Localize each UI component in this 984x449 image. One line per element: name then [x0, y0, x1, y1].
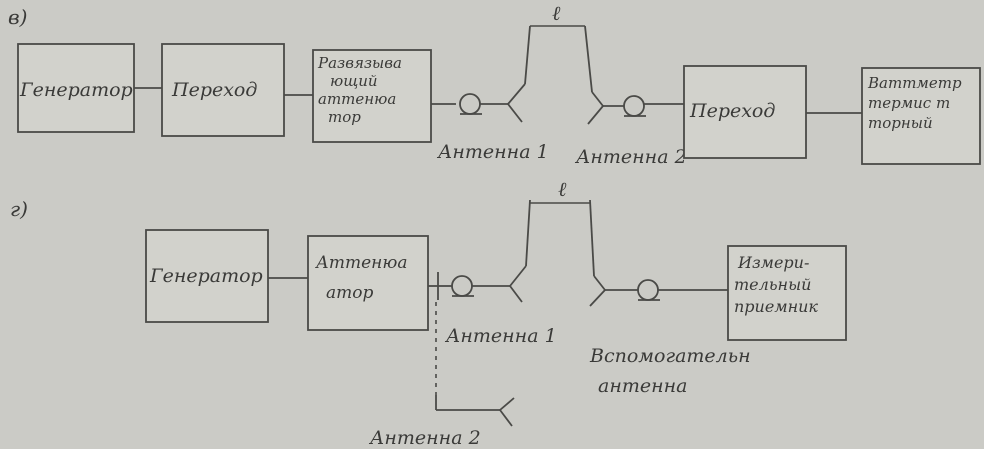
- isolator-block-b: Развязыва ющий аттенюа тор: [312, 49, 432, 143]
- aux-antenna-line-1: Вспомогательн: [589, 345, 751, 367]
- wattmeter-line-3: торный: [868, 114, 933, 132]
- distance-marker-g: [525, 199, 595, 277]
- attenuator-line-1: Аттенюа: [315, 253, 407, 273]
- receiver-line-3: приемник: [734, 297, 818, 316]
- generator-block-b: Генератор: [17, 43, 135, 133]
- diagram-b-label: в): [8, 5, 27, 29]
- wattmeter-block-b: Ваттметр термис т торный: [861, 67, 981, 165]
- receiver-line-2: тельный: [734, 275, 811, 294]
- antenna-1-symbol-b: [459, 83, 526, 123]
- antenna-1-label-b: Антенна 1: [436, 141, 549, 163]
- aux-antenna-symbol-g: [589, 275, 728, 307]
- antenna-2-symbol-b: [587, 91, 684, 125]
- distance-marker-b: [524, 25, 593, 93]
- generator-block-g: Генератор: [145, 229, 269, 323]
- generator-label-b: Генератор: [19, 79, 133, 101]
- isolator-line-1: Развязыва: [317, 54, 402, 72]
- distance-label-b: ℓ: [552, 1, 561, 25]
- transition-block-1-b: Переход: [161, 43, 285, 137]
- transition-block-2-b: Переход: [683, 65, 807, 159]
- antenna-2-label-b: Антенна 2: [574, 146, 687, 168]
- isolator-line-4: тор: [328, 108, 361, 126]
- antenna-1-label-g: Антенна 1: [444, 325, 557, 347]
- antenna-1-symbol-g: [438, 265, 527, 303]
- receiver-block-g: Измери- тельный приемник: [727, 245, 847, 341]
- generator-label-g: Генератор: [149, 265, 263, 287]
- transition-2-label-b: Переход: [689, 100, 775, 122]
- diagram-g-label: г): [10, 197, 28, 221]
- attenuator-block-g: Аттенюа атор: [307, 235, 429, 331]
- antenna-2-label-g: Антенна 2: [368, 427, 481, 449]
- receiver-line-1: Измери-: [737, 253, 809, 272]
- isolator-line-3: аттенюа: [318, 90, 396, 108]
- distance-label-g: ℓ: [558, 177, 567, 201]
- attenuator-line-2: атор: [326, 283, 373, 303]
- isolator-line-2: ющий: [330, 72, 378, 90]
- transition-1-label-b: Переход: [171, 79, 257, 101]
- wattmeter-line-2: термис т: [868, 94, 950, 112]
- aux-antenna-line-2: антенна: [598, 375, 687, 397]
- wattmeter-line-1: Ваттметр: [867, 74, 962, 92]
